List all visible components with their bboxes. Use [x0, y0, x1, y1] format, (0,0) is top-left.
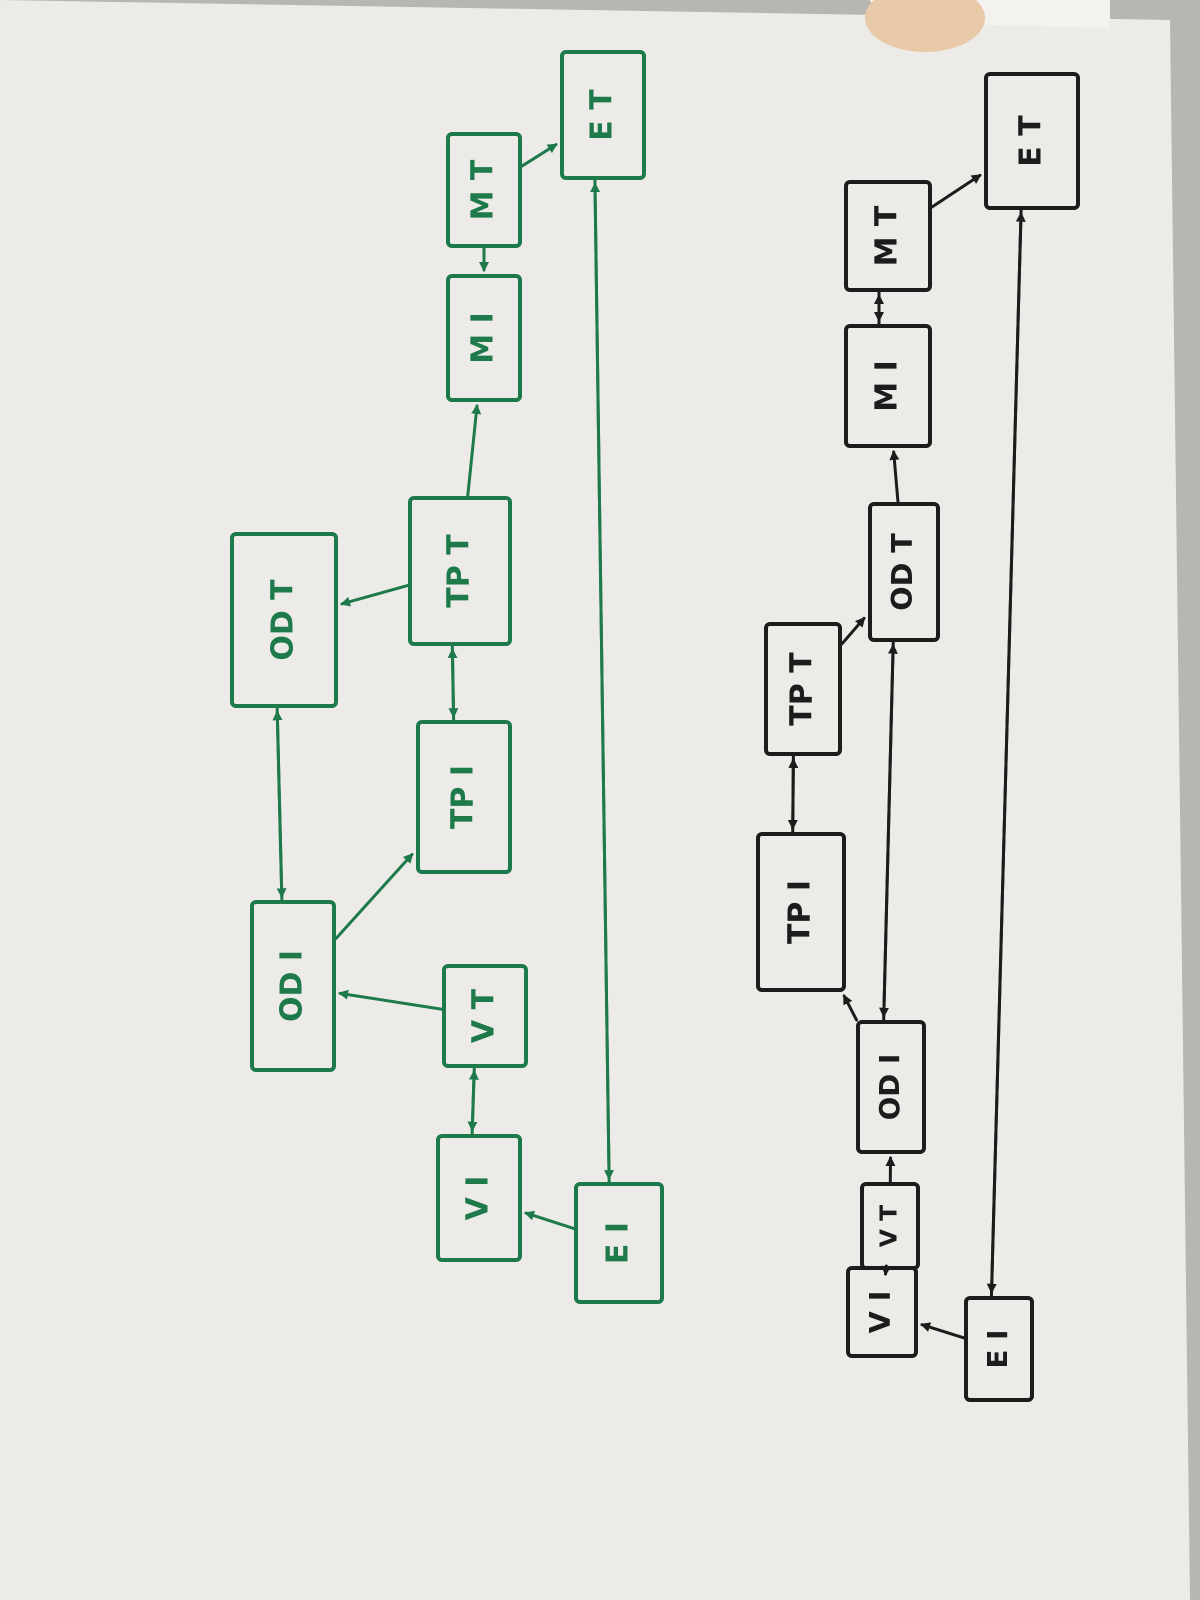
node-label: OD I: [873, 1054, 906, 1121]
edge-g_tpt-to-g_mi: [466, 404, 482, 498]
node-g_odt: OD T: [230, 532, 338, 708]
node-box: [868, 502, 940, 642]
node-box: [436, 1134, 522, 1262]
node-label: TP I: [783, 880, 818, 944]
node-b_ei: E I: [964, 1296, 1034, 1402]
edge-g_tpi-to-g_tpt: [447, 648, 458, 722]
node-g_tpt: TP T: [408, 496, 512, 646]
node-box: [846, 1266, 918, 1358]
node-box: [844, 180, 932, 292]
node-g_vt: V T: [442, 964, 528, 1068]
node-b_mt: M T: [844, 180, 932, 292]
node-box: [560, 50, 646, 180]
node-label: V T: [467, 988, 502, 1043]
node-g_odi: OD I: [250, 900, 336, 1072]
node-label: E I: [981, 1330, 1014, 1369]
node-label: E T: [1014, 115, 1049, 167]
edge-g_mt-to-g_et: [520, 143, 558, 168]
edge-b_tpt-to-b_odt: [840, 616, 866, 646]
node-g_tpi: TP I: [416, 720, 512, 874]
node-box: [446, 132, 522, 248]
node-box: [856, 1020, 926, 1154]
node-box: [408, 496, 512, 646]
node-box: [964, 1296, 1034, 1402]
node-box: [442, 964, 528, 1068]
node-label: V T: [875, 1205, 903, 1247]
black-ink-diagram: E T M T M I OD T TP T TP I OD I V T V I E I: [756, 72, 1080, 1402]
edge-b_odi-to-b_tpi: [842, 994, 859, 1022]
node-b_odi: OD I: [856, 1020, 926, 1154]
node-g_mi: M I: [446, 274, 522, 402]
node-g_vi: V I: [436, 1134, 522, 1262]
edge-b_ei-to-b_vi: [920, 1322, 966, 1340]
node-label: OD T: [885, 533, 919, 611]
edge-b_mt-to-b_et: [930, 173, 982, 209]
node-box: [764, 622, 842, 756]
node-label: M I: [466, 312, 501, 363]
node-label: V I: [461, 1176, 496, 1221]
edge-b_et-to-b_ei: [986, 208, 1023, 1294]
edge-g_ei-to-g_vi: [524, 1210, 576, 1231]
node-b_tpt: TP T: [764, 622, 842, 756]
node-box: [416, 720, 512, 874]
edge-b_odt-to-b_mi: [889, 450, 900, 504]
node-box: [756, 832, 846, 992]
node-box: [230, 532, 338, 708]
node-label: M I: [870, 360, 905, 411]
node-label: TP T: [785, 652, 820, 726]
edge-g_odi-to-g_tpi: [334, 852, 414, 940]
node-box: [984, 72, 1080, 210]
node-label: OD T: [266, 579, 301, 661]
node-g_et: E T: [560, 50, 646, 180]
node-box: [250, 900, 336, 1072]
edge-g_odt-to-g_odi: [275, 706, 287, 899]
node-label: TP I: [446, 765, 481, 829]
node-label: E I: [601, 1222, 636, 1264]
edge-b_odi-to-b_odt: [882, 643, 898, 1022]
node-box: [574, 1182, 664, 1304]
edge-g_tpt-to-g_odt: [340, 583, 410, 607]
thumb: [865, 0, 985, 52]
edge-g_vt-to-g_odi: [338, 989, 444, 1011]
edge-b_tpi-to-b_tpt: [788, 757, 799, 834]
node-b_vi: V I: [846, 1266, 918, 1358]
node-label: M T: [466, 159, 501, 220]
edge-g_et-to-g_ei: [593, 178, 614, 1181]
node-b_odt: OD T: [868, 502, 940, 642]
node-label: E T: [585, 89, 620, 141]
node-label: OD I: [275, 950, 310, 1022]
node-b_tpi: TP I: [756, 832, 846, 992]
node-label: M T: [870, 205, 905, 266]
green-ink-diagram: E T M T M I TP T OD T TP I OD I V T V I E I: [230, 50, 664, 1304]
node-b_et: E T: [984, 72, 1080, 210]
node-g_ei: E I: [574, 1182, 664, 1304]
node-box: [844, 324, 932, 448]
node-b_mi: M I: [844, 324, 932, 448]
node-label: TP T: [442, 534, 477, 608]
edge-g_vi-to-g_vt: [468, 1069, 479, 1136]
node-box: [446, 274, 522, 402]
node-g_mt: M T: [446, 132, 522, 248]
node-label: V I: [863, 1291, 897, 1334]
